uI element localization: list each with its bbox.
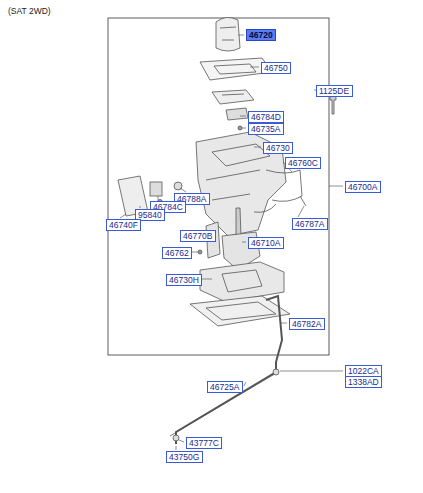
part-number-box: 46784D (248, 111, 284, 123)
assembly-frame (108, 18, 329, 355)
part-number: 46730 (266, 143, 290, 153)
part-number: 1125DE (319, 86, 350, 96)
part-number-box: 46782A (289, 318, 325, 330)
part-number-box: 46700A (345, 181, 381, 193)
part-number-box: 43777C (186, 437, 222, 449)
part-number: 46762 (165, 248, 189, 258)
part-number: 46784D (251, 112, 281, 122)
part-number-box: 46725A (207, 381, 243, 393)
part-number: 46725A (210, 382, 240, 392)
base-plate (190, 296, 290, 326)
part-number: 95840 (138, 210, 162, 220)
part-number: 1338AD (348, 377, 379, 387)
switch (150, 182, 162, 196)
part-number-box: 46787A (292, 218, 328, 230)
part-number-box: 46760C (285, 157, 321, 169)
part-number: 46735A (251, 124, 281, 134)
part-number-box: 1125DE (316, 85, 353, 97)
part-number: 46700A (348, 182, 378, 192)
part-number-box: 46770B (180, 230, 216, 242)
variant-label: (SAT 2WD) (8, 6, 51, 16)
shift-rod (266, 296, 282, 362)
part-number: 46770B (183, 231, 213, 241)
part-number: 46730H (169, 275, 199, 285)
part-number-box: 46730H (166, 274, 202, 286)
leader-lines (120, 35, 343, 450)
part-number-box: 46740F (106, 219, 141, 231)
part-number: 46760C (288, 158, 318, 168)
part-number-box: 46710A (248, 237, 284, 249)
part-number: 1022CA (348, 366, 379, 376)
part-number: 43777C (189, 438, 219, 448)
part-number-box: 46730 (263, 142, 293, 154)
part-number: 46710A (251, 238, 281, 248)
part-number-box: 46720 (246, 29, 276, 41)
wiring-harness (266, 170, 302, 201)
part-number-box: 1338AD (345, 376, 382, 388)
part-number-box: 46762 (162, 247, 192, 259)
seal (226, 108, 248, 120)
part-number: 43750G (169, 452, 200, 462)
shift-knob (216, 17, 240, 51)
part-number-box: 46750 (261, 62, 291, 74)
part-number: 46787A (295, 219, 325, 229)
bolt (330, 96, 336, 114)
part-number-box: 43750G (166, 451, 203, 463)
part-number: 46720 (249, 30, 273, 40)
part-number: 46740F (109, 220, 138, 230)
part-number: 46782A (292, 319, 322, 329)
shift-boot (212, 90, 254, 104)
part-number: 46750 (264, 63, 288, 73)
part-number-box: 46735A (248, 123, 284, 135)
lower-housing (200, 262, 284, 302)
